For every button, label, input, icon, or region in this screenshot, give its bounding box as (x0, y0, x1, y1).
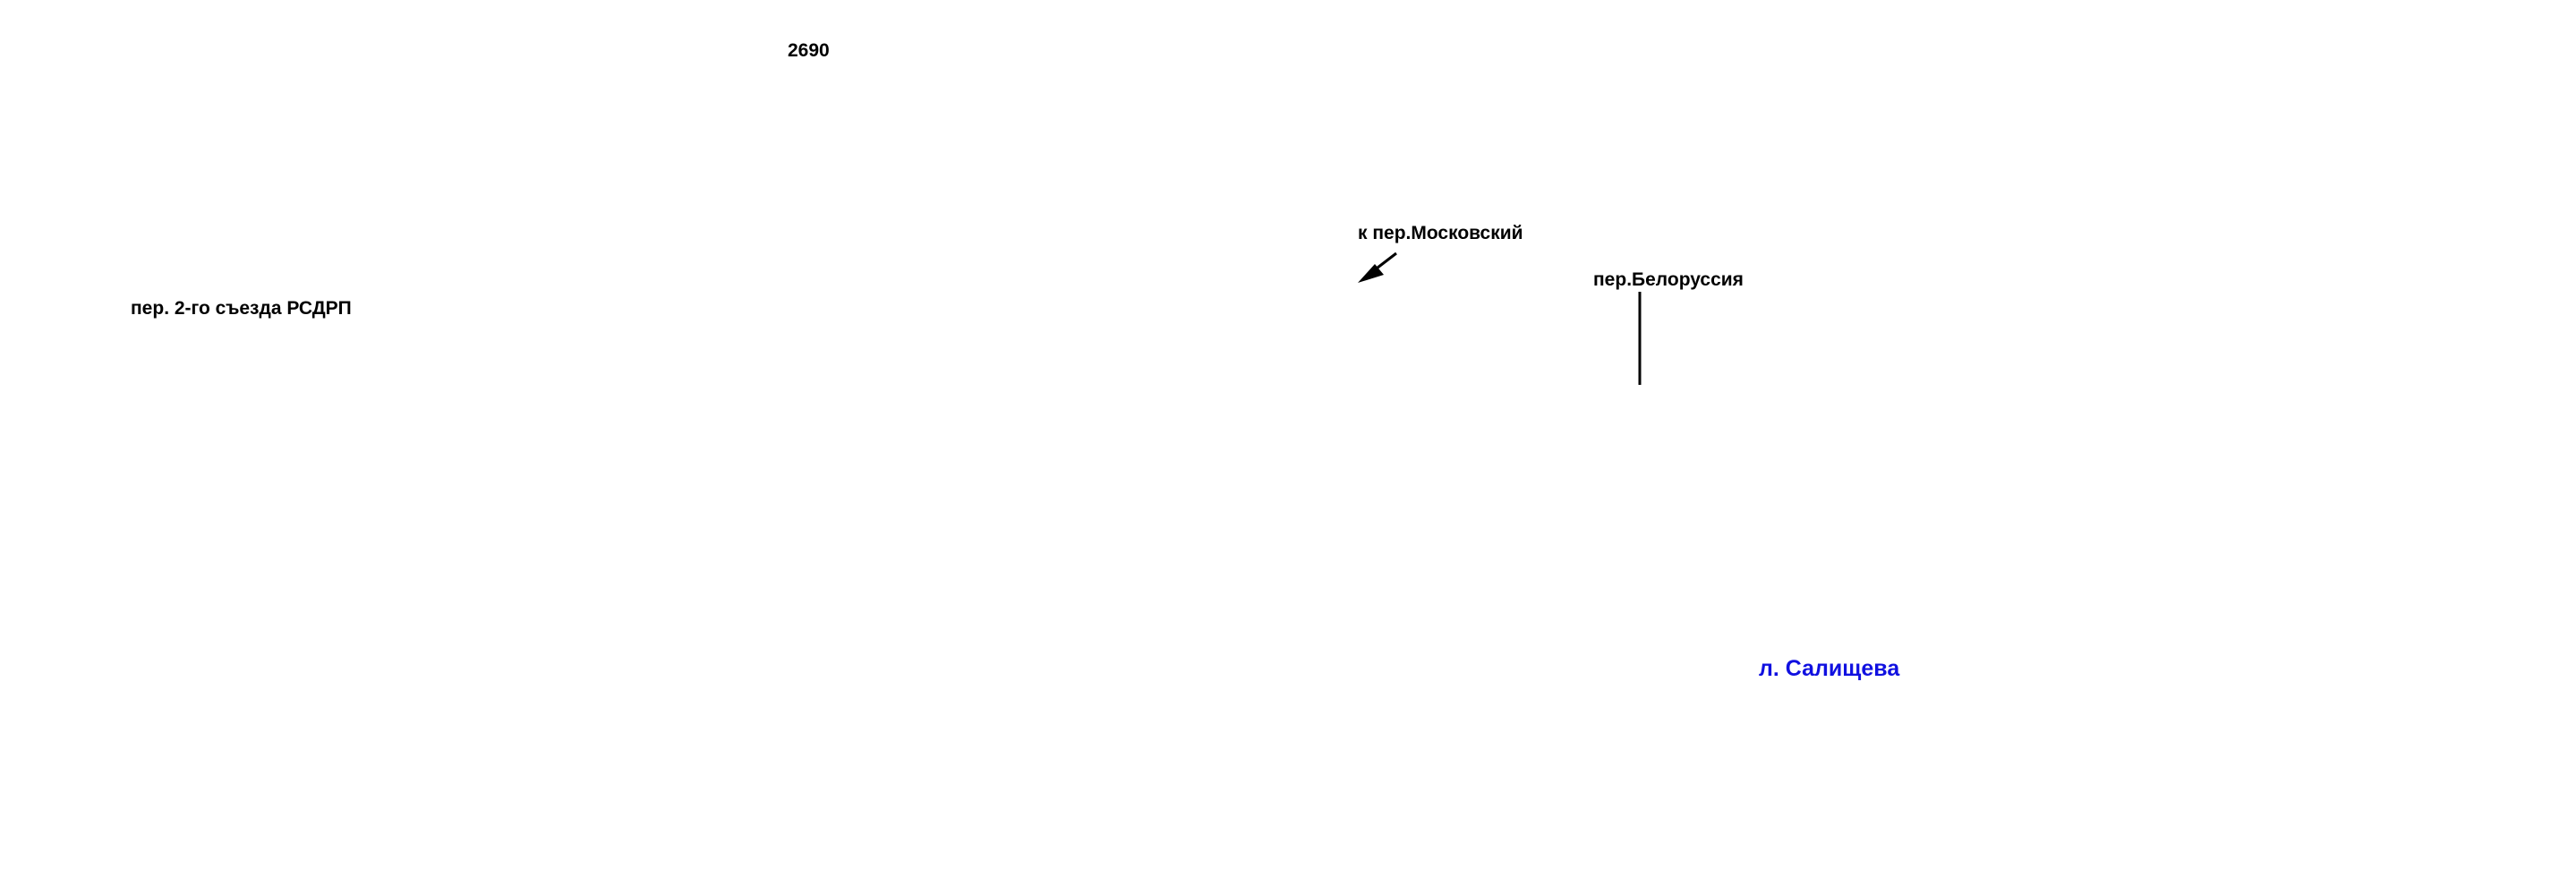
direction-arrow-shaft (1369, 251, 1397, 276)
street-label-salishcheva: л. Салищева (1759, 656, 1900, 681)
street-label-moskovsky: к пер.Московский (1358, 223, 1523, 243)
direction-arrow-head (1358, 264, 1384, 283)
street-label-rsdrp: пер. 2-го съезда РСДРП (131, 298, 352, 319)
street-label-belorussiya: пер.Белоруссия (1593, 269, 1744, 290)
map-number-label: 2690 (788, 40, 830, 61)
direction-arrow-icon (1358, 251, 1397, 283)
